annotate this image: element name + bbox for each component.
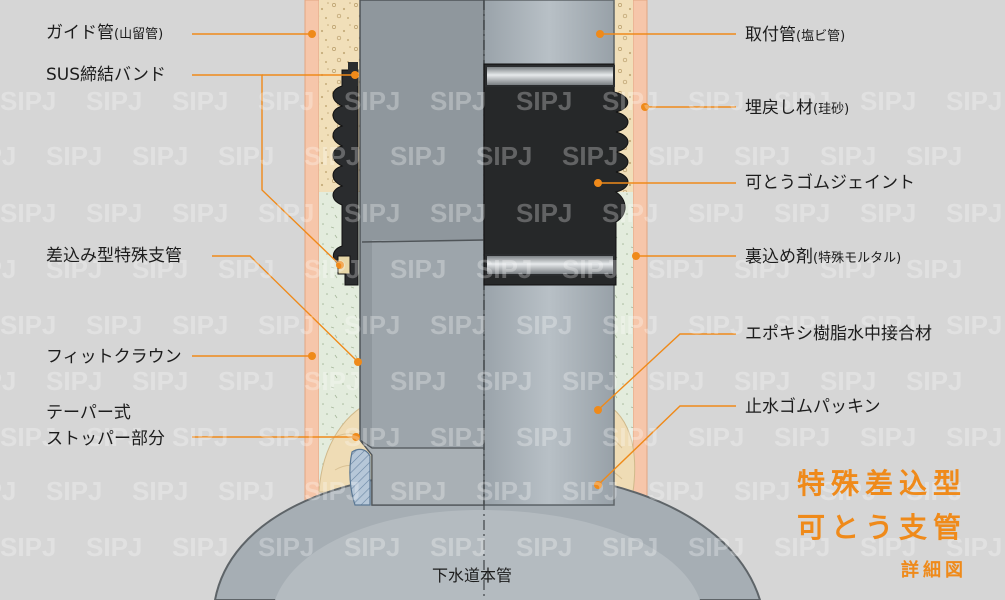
rubber-joint-left xyxy=(332,69,359,286)
flexible-rubber-joint xyxy=(483,63,629,286)
title-line-3: 詳細図 xyxy=(901,560,967,581)
label-stopper-part: ストッパー部分 xyxy=(46,429,165,449)
label-pvc-pipe: 取付管(塩ビ管) xyxy=(745,25,846,45)
label-fit-crown: フィットクラウン xyxy=(46,347,182,367)
leader-dots xyxy=(308,30,649,489)
label-water-stop: 止水ゴムパッキン xyxy=(745,397,881,417)
title-line-1: 特殊差込型 xyxy=(796,467,967,500)
socket-branch-inner xyxy=(372,240,484,450)
label-epoxy: エポキシ樹脂水中接合材 xyxy=(745,324,932,344)
sus-band-bottom xyxy=(485,254,615,276)
label-socket-branch-pipe: 差込み型特殊支管 xyxy=(46,246,182,266)
main-sewer-pipe-inner xyxy=(275,510,700,600)
leader-lines xyxy=(192,33,736,486)
packing-left xyxy=(349,448,371,506)
label-sus-band: SUS締結バンド xyxy=(46,65,166,85)
sus-band-top xyxy=(485,65,615,87)
label-guide-pipe: ガイド管(山留管) xyxy=(46,23,164,43)
label-backfill: 埋戻し材(珪砂) xyxy=(745,98,850,118)
taper-stopper xyxy=(359,439,485,506)
label-taper: テーパー式 xyxy=(46,403,131,423)
title-line-2: 可とう支管 xyxy=(796,511,967,544)
label-mortar: 裏込め剤(特殊モルタル) xyxy=(745,247,902,267)
socket-branch-step xyxy=(361,239,485,243)
guide-pipe-wall-left xyxy=(304,0,320,506)
label-main-sewer-pipe: 下水道本管 xyxy=(432,566,513,585)
label-rubber-joint: 可とうゴムジェイント xyxy=(745,173,915,193)
